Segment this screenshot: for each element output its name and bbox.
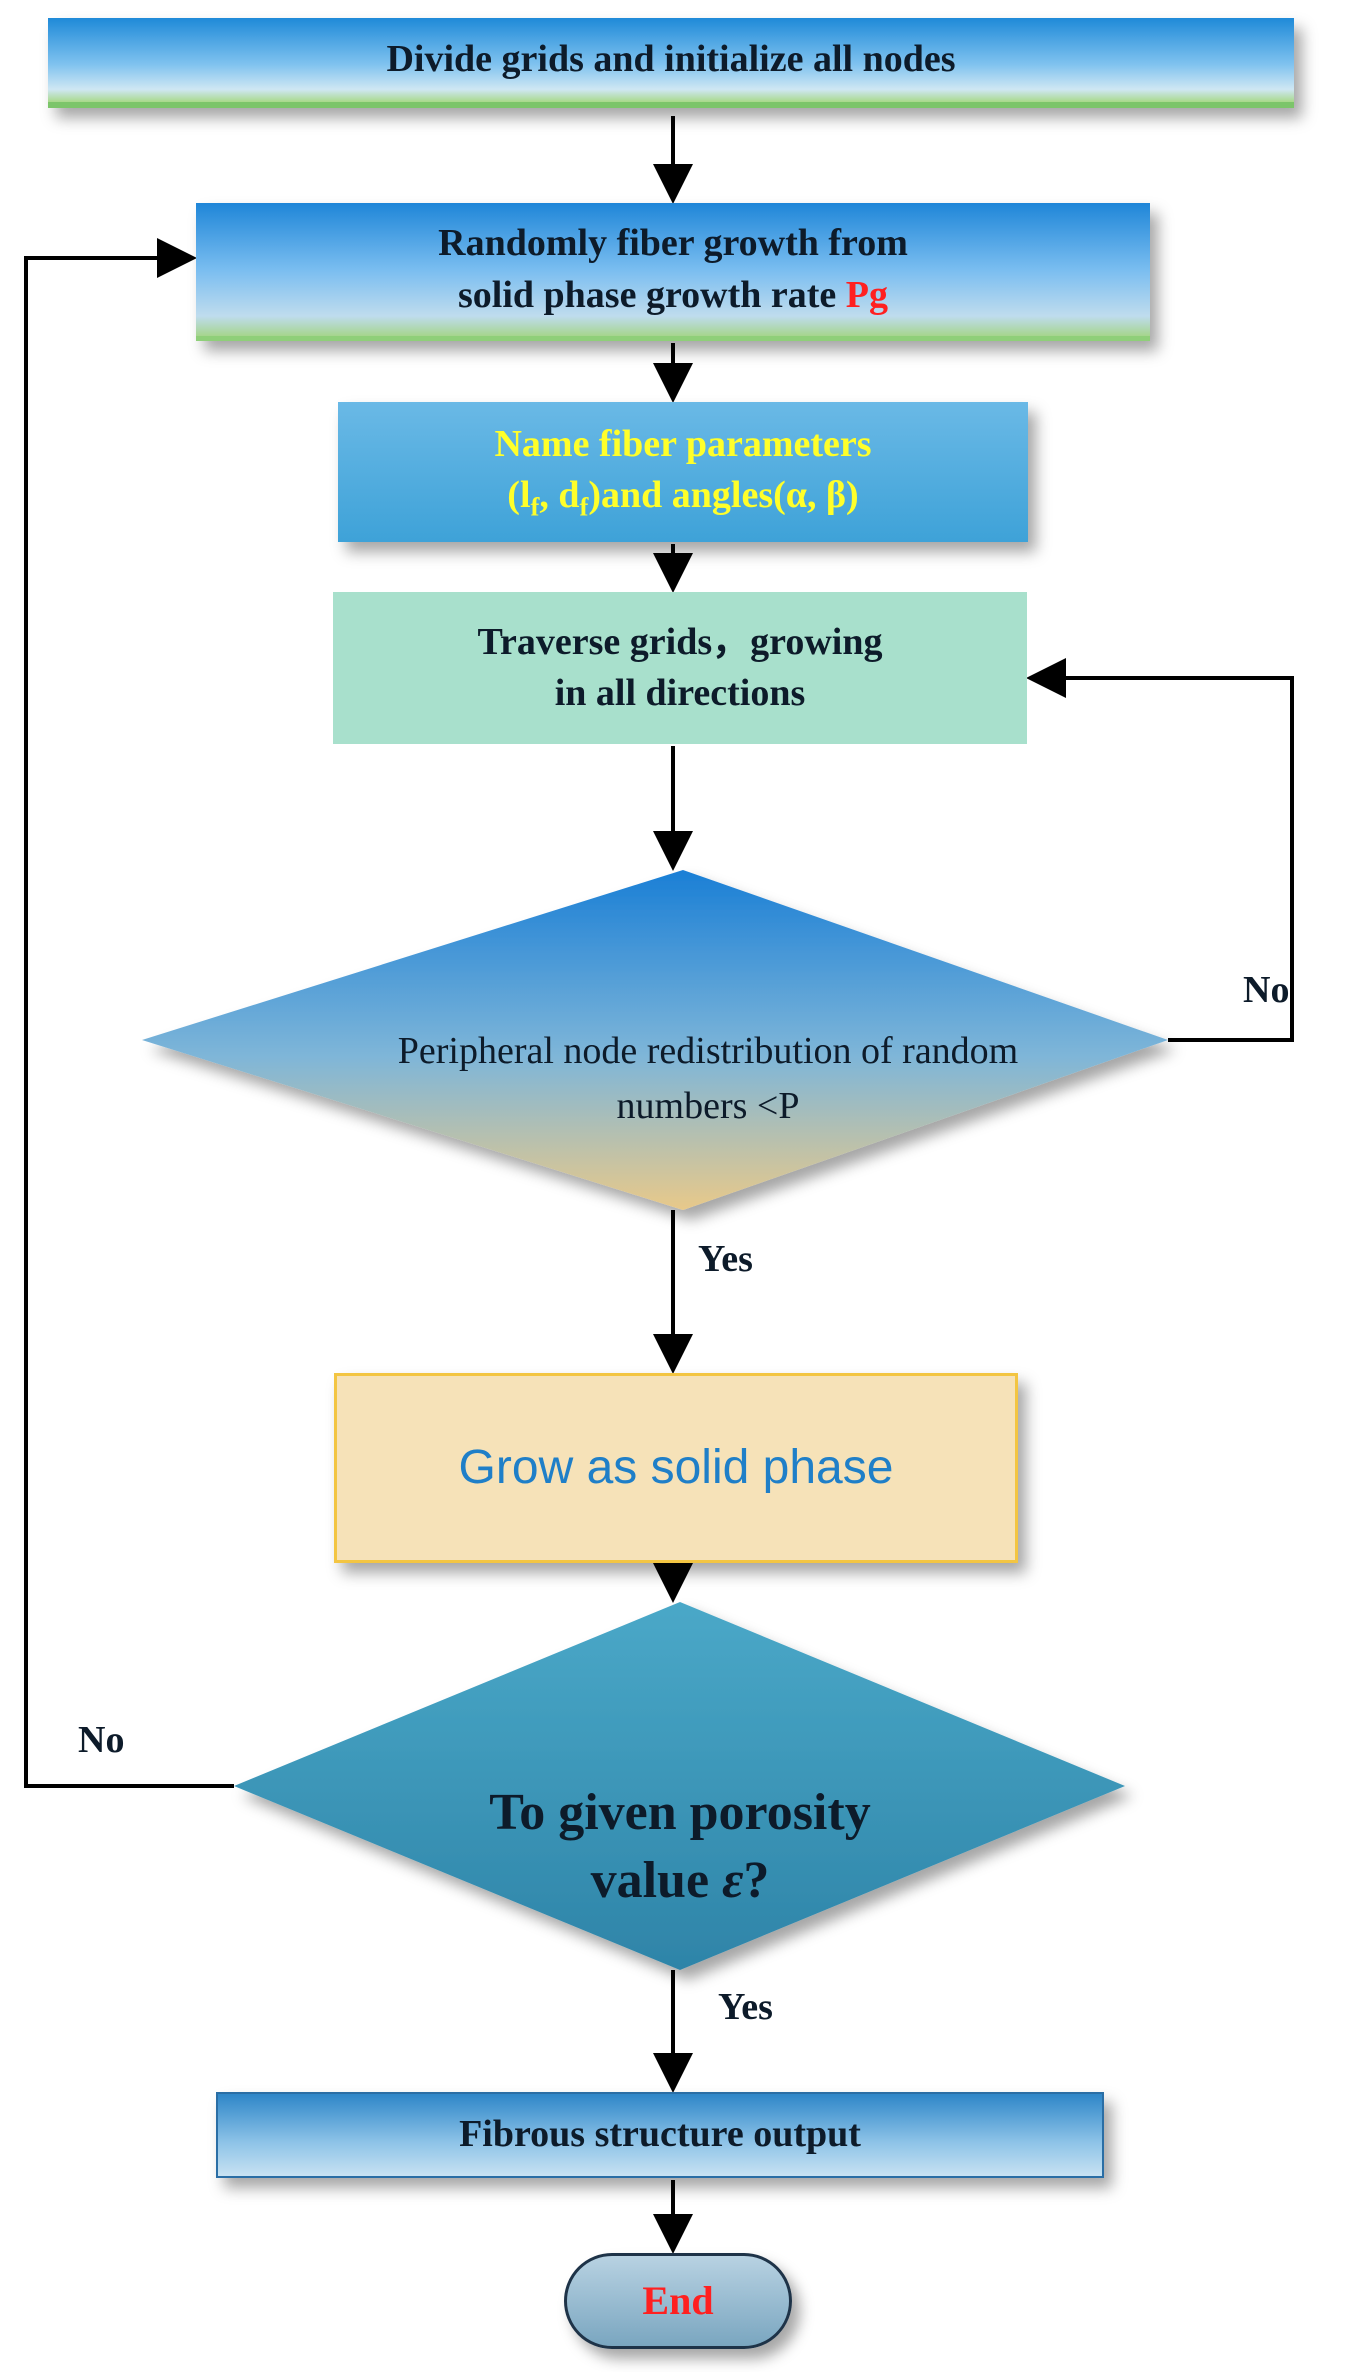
node-traverse-line1: Traverse grids，growing xyxy=(477,620,883,663)
node-end-text: End xyxy=(642,2278,714,2323)
node-fibrous-output-text: Fibrous structure output xyxy=(459,2113,861,2156)
node-fiber-parameters: Name fiber parameters (lf, df)and angles… xyxy=(338,402,1028,542)
fiber-length-symbol: l xyxy=(519,473,531,516)
node-fiber-parameters-line2: (lf, df)and angles(α, β) xyxy=(494,470,871,525)
separator: , xyxy=(539,473,559,516)
fiber-diameter-symbol: d xyxy=(558,473,580,516)
loop-arrow-no-to-traverse xyxy=(1026,658,1294,1042)
beta-symbol: β xyxy=(826,473,847,516)
node-fiber-growth-line2: solid phase growth rate Pg xyxy=(438,270,908,321)
node-fiber-growth-line1: Randomly fiber growth from xyxy=(438,222,908,265)
node-traverse-grids: Traverse grids，growing in all directions xyxy=(333,592,1027,744)
loop-arrow-no-to-growth xyxy=(24,238,234,1788)
porosity-symbol: ε xyxy=(722,1851,744,1909)
decision-redistribution-line2: numbers <P xyxy=(616,1085,800,1128)
decision-porosity-text: To given porosity value ε? xyxy=(380,1779,980,1914)
paren-close: ) xyxy=(846,473,859,516)
node-initialize: Divide grids and initialize all nodes xyxy=(48,18,1294,108)
label-decision2-no: No xyxy=(78,1719,125,1761)
label-decision1-yes: Yes xyxy=(698,1238,753,1280)
node-traverse-grids-text: Traverse grids，growing in all directions xyxy=(478,617,883,720)
decision-redistribution-line1: Peripheral node redistribution of random xyxy=(397,1030,1019,1072)
node-traverse-line2: in all directions xyxy=(554,672,806,714)
node-fibrous-output: Fibrous structure output xyxy=(216,2092,1104,2178)
decision-redistribution-text: Peripheral node redistribution of random… xyxy=(258,1024,1158,1134)
decision-diamond-redistribution xyxy=(142,870,1168,1210)
label-decision2-yes: Yes xyxy=(718,1986,773,2028)
alpha-symbol: α xyxy=(785,473,808,516)
angle-separator: , xyxy=(807,473,827,516)
node-grow-solid-phase: Grow as solid phase xyxy=(334,1373,1018,1563)
question-mark: ? xyxy=(743,1851,770,1909)
node-grow-solid-phase-text: Grow as solid phase xyxy=(458,1440,894,1494)
fiber-diameter-subscript: f xyxy=(579,491,589,522)
decision-porosity-line1: To given porosity xyxy=(489,1784,871,1841)
growth-rate-symbol: Pg xyxy=(845,273,888,316)
node-fiber-growth: Randomly fiber growth from solid phase g… xyxy=(196,203,1150,341)
porosity-value-label: value xyxy=(590,1851,723,1909)
node-fiber-parameters-line1: Name fiber parameters xyxy=(494,422,872,465)
angles-label: )and angles( xyxy=(588,473,786,516)
growth-rate-label: solid phase growth rate xyxy=(458,273,846,316)
decision-diamond-porosity xyxy=(234,1602,1125,1970)
fiber-length-subscript: f xyxy=(530,491,540,522)
node-initialize-text: Divide grids and initialize all nodes xyxy=(386,38,956,81)
node-fiber-growth-text: Randomly fiber growth from solid phase g… xyxy=(438,218,908,321)
node-fiber-parameters-text: Name fiber parameters (lf, df)and angles… xyxy=(494,419,871,526)
label-decision1-no: No xyxy=(1243,969,1290,1011)
node-end: End xyxy=(564,2253,792,2349)
paren-open: ( xyxy=(507,473,520,516)
decision-porosity-line2: value ε? xyxy=(380,1847,980,1915)
